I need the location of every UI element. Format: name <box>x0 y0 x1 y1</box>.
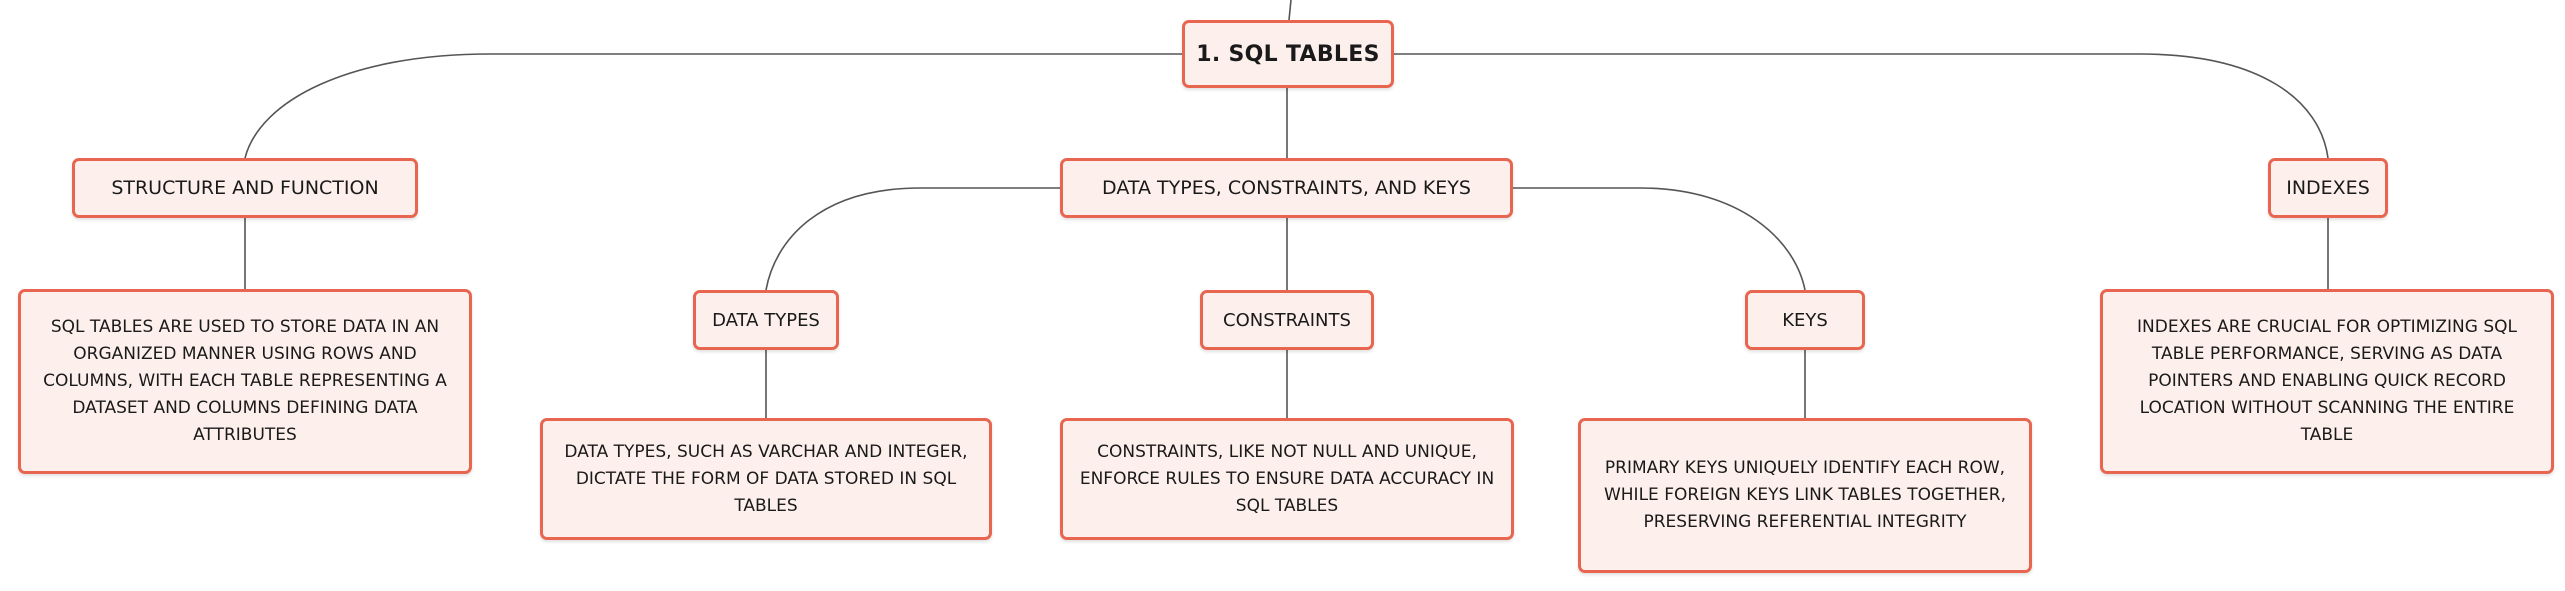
connector-types-keys <box>1513 187 1806 291</box>
detail-constraints[interactable]: CONSTRAINTS, LIKE NOT NULL AND UNIQUE, E… <box>1060 418 1514 540</box>
detail-structure-and-function[interactable]: SQL TABLES ARE USED TO STORE DATA IN AN … <box>18 289 472 474</box>
node-label: KEYS <box>1782 309 1828 331</box>
node-constraints[interactable]: CONSTRAINTS <box>1200 290 1374 350</box>
detail-data-types[interactable]: DATA TYPES, SUCH AS VARCHAR AND INTEGER,… <box>540 418 992 540</box>
node-label: DATA TYPES <box>712 309 820 331</box>
detail-text: INDEXES ARE CRUCIAL FOR OPTIMIZING SQL T… <box>2137 317 2517 445</box>
detail-keys[interactable]: PRIMARY KEYS UNIQUELY IDENTIFY EACH ROW,… <box>1578 418 2032 573</box>
connector-root-indexes <box>1394 53 2329 159</box>
node-label: INDEXES <box>2286 177 2370 199</box>
root-node[interactable]: 1. SQL TABLES <box>1182 20 1394 88</box>
connector-root-parent <box>1288 0 1292 21</box>
detail-text: PRIMARY KEYS UNIQUELY IDENTIFY EACH ROW,… <box>1603 458 2007 532</box>
node-data-types-constraints-keys[interactable]: DATA TYPES, CONSTRAINTS, AND KEYS <box>1060 158 1513 218</box>
node-label: DATA TYPES, CONSTRAINTS, AND KEYS <box>1102 177 1471 199</box>
node-label: STRUCTURE AND FUNCTION <box>111 177 379 199</box>
detail-text: SQL TABLES ARE USED TO STORE DATA IN AN … <box>43 317 447 445</box>
connector-root-structure <box>244 53 1182 159</box>
node-structure-and-function[interactable]: STRUCTURE AND FUNCTION <box>72 158 418 218</box>
node-indexes[interactable]: INDEXES <box>2268 158 2388 218</box>
connector-types-datatypes <box>765 187 1060 291</box>
detail-text: CONSTRAINTS, LIKE NOT NULL AND UNIQUE, E… <box>1079 441 1495 516</box>
node-keys[interactable]: KEYS <box>1745 290 1865 350</box>
detail-indexes[interactable]: INDEXES ARE CRUCIAL FOR OPTIMIZING SQL T… <box>2100 289 2554 474</box>
detail-text: DATA TYPES, SUCH AS VARCHAR AND INTEGER,… <box>564 441 968 516</box>
root-label: 1. SQL TABLES <box>1196 41 1380 67</box>
node-data-types[interactable]: DATA TYPES <box>693 290 839 350</box>
node-label: CONSTRAINTS <box>1223 309 1351 331</box>
